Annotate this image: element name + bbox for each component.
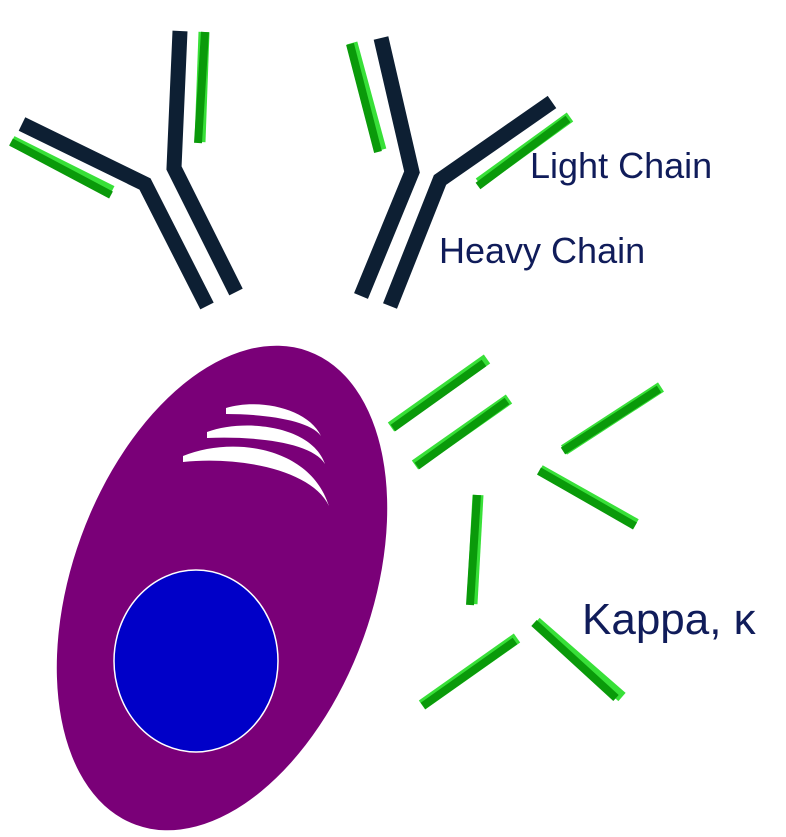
- heavy-chain: [354, 36, 420, 299]
- light-chain: [466, 494, 484, 606]
- er-stripe: [183, 446, 329, 506]
- light-chain: [194, 31, 209, 144]
- endoplasmic-reticulum: [183, 404, 329, 506]
- light-chain: [9, 138, 113, 199]
- light-chain: [537, 465, 639, 530]
- free-kappa-chains: [387, 354, 664, 710]
- kappa-label: Kappa, κ: [582, 595, 756, 644]
- heavy-chain: [383, 95, 557, 309]
- cell-body: [56, 345, 388, 831]
- light-chain-label: Light Chain: [530, 145, 713, 186]
- light-chain: [560, 382, 664, 455]
- er-stripe: [207, 425, 325, 464]
- er-stripe: [226, 404, 321, 436]
- light-chain: [418, 633, 521, 710]
- light-chain: [531, 617, 626, 702]
- nucleus: [113, 569, 279, 753]
- plasma-cell: [56, 345, 388, 831]
- light-chain: [387, 354, 491, 432]
- antibody-left: [9, 30, 243, 310]
- heavy-chain-label: Heavy Chain: [439, 230, 646, 271]
- heavy-chain: [166, 30, 243, 296]
- light-chain: [411, 394, 513, 470]
- light-chain: [475, 115, 571, 190]
- antibody-right: [346, 36, 574, 309]
- light-chain: [346, 42, 382, 154]
- heavy-chain: [18, 117, 214, 310]
